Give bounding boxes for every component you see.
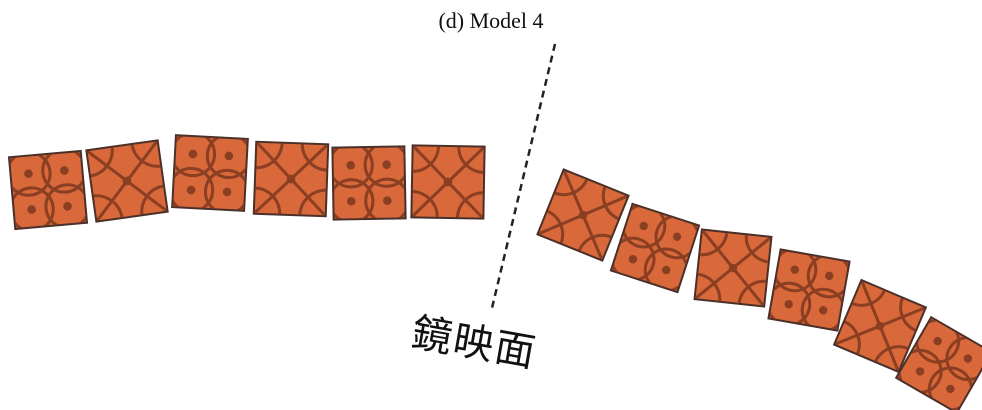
right-tile-row <box>536 168 982 410</box>
figure-caption: (d) Model 4 <box>438 8 544 33</box>
tile-body <box>331 145 407 221</box>
left-tile-row <box>7 134 486 231</box>
tile-body <box>894 315 982 410</box>
tile-pattern <box>173 136 247 210</box>
left-tile-6 <box>410 144 486 220</box>
right-tile-5 <box>832 278 928 374</box>
tile-pattern <box>412 146 484 218</box>
left-tile-3 <box>171 134 249 212</box>
right-tile-6 <box>894 315 982 410</box>
right-tile-4 <box>767 248 851 332</box>
tile-body <box>767 248 851 332</box>
mirror-plane-line <box>490 43 557 309</box>
right-tile-3 <box>693 228 773 308</box>
tile-body <box>609 202 701 294</box>
left-tile-4 <box>252 140 330 218</box>
left-tile-1 <box>7 149 89 231</box>
left-tile-2 <box>85 139 169 223</box>
left-tile-5 <box>331 145 407 221</box>
right-tile-1 <box>536 168 630 262</box>
tile-pattern <box>333 147 405 219</box>
